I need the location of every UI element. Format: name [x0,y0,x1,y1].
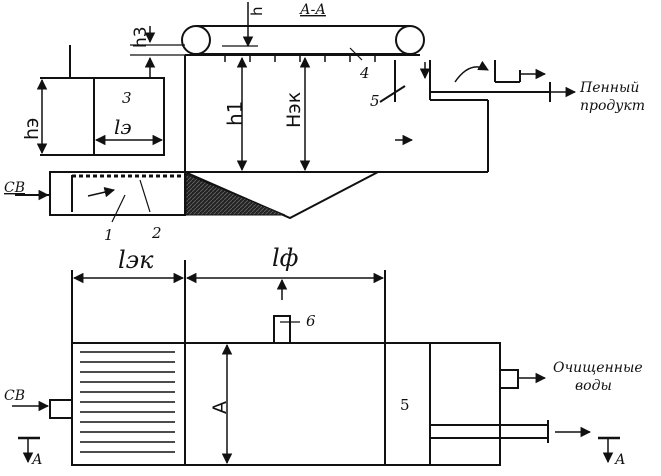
label-6: 6 [306,312,316,330]
section-title: А-А [299,2,326,18]
label-cb-top: СВ [4,180,25,196]
saturator-tank [93,77,165,156]
label-cb-bottom: СВ [4,388,25,404]
section-mark-left: А [31,452,43,468]
label-3: 3 [122,89,132,107]
label-2: 2 [151,224,162,242]
label-lek: lэк [118,246,154,274]
section-mark-right: А [614,452,626,468]
label-clean-1: Очищенные [553,360,643,376]
label-1: 1 [104,226,114,244]
label-h-top: h [248,6,266,16]
label-Hek: Hэк [283,92,305,128]
label-he: hэ [21,118,43,140]
label-lf: lф [272,244,298,272]
label-le: lэ [114,115,132,139]
label-h1: h1 [223,101,247,126]
label-A-dim: А [209,401,231,414]
label-clean-2: воды [575,378,612,394]
label-h3: h3 [131,26,151,48]
label-foam-1: Пенный [579,80,639,96]
label-foam-2: продукт [580,98,645,114]
label-4: 4 [359,64,370,82]
sludge-wedge [185,173,286,216]
label-5-top: 5 [370,92,380,110]
label-5-bottom: 5 [400,396,410,414]
